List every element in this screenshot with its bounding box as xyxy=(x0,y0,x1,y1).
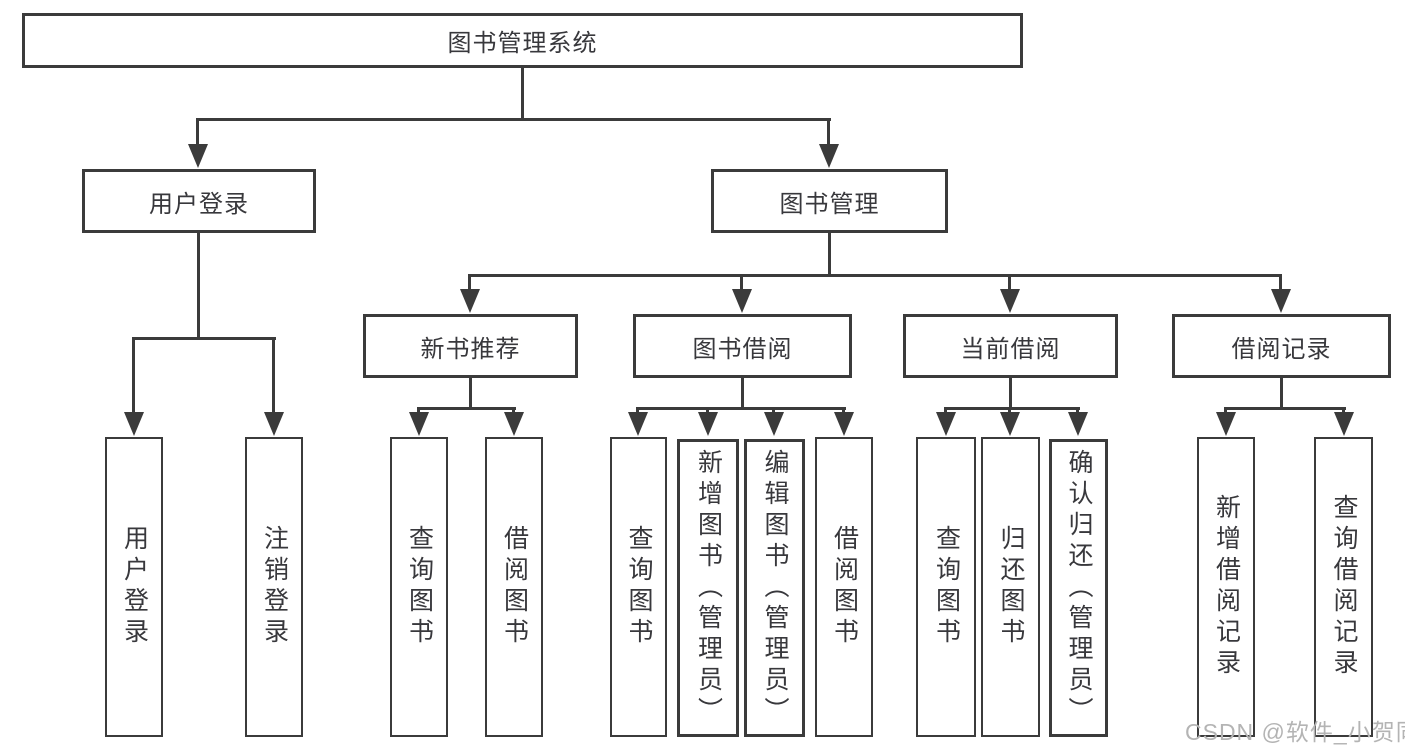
leaf-query-books-3: 查询图书 xyxy=(916,437,976,737)
arrow-to-borrow-records xyxy=(1270,274,1291,313)
connector-bookmgmt-split xyxy=(469,274,1282,277)
arrow-to-book-management-module xyxy=(818,118,839,168)
leaf-logout-label: 注销登录 xyxy=(260,525,289,649)
connector-records-drop xyxy=(1280,377,1283,410)
arrow-to-query-borrow-record xyxy=(1333,407,1354,436)
leaf-add-borrow-record-label: 新增借阅记录 xyxy=(1212,494,1241,680)
connector-borrow-split xyxy=(637,407,846,410)
node-borrow-records: 借阅记录 xyxy=(1172,314,1391,378)
leaf-query-books-1-label: 查询图书 xyxy=(405,525,434,649)
leaf-query-books-2-label: 查询图书 xyxy=(625,525,653,649)
leaf-confirm-return-admin: 确认归还（管理员） xyxy=(1049,439,1108,737)
leaf-user-login-label: 用户登录 xyxy=(120,525,149,649)
leaf-edit-books-admin-label: 编辑图书（管理员） xyxy=(761,448,789,728)
leaf-query-borrow-record-label: 查询借阅记录 xyxy=(1330,494,1358,680)
connector-userlogin-drop xyxy=(197,232,200,340)
leaf-query-books-3-label: 查询图书 xyxy=(932,525,961,649)
leaf-return-books-label: 归还图书 xyxy=(997,525,1025,649)
leaf-return-books: 归还图书 xyxy=(981,437,1040,737)
arrow-to-confirm-return-admin xyxy=(1067,407,1088,436)
arrow-to-edit-books-admin xyxy=(763,407,784,436)
arrow-to-add-books-admin xyxy=(697,407,718,436)
leaf-confirm-return-admin-label: 确认归还（管理员） xyxy=(1065,448,1093,728)
arrow-to-new-book-recommend xyxy=(459,274,480,313)
node-user-login-module: 用户登录 xyxy=(82,169,316,233)
node-new-book-recommend: 新书推荐 xyxy=(363,314,578,378)
arrow-to-borrow-books-2 xyxy=(833,407,854,436)
connector-current-drop xyxy=(1009,377,1012,410)
node-current-borrow: 当前借阅 xyxy=(903,314,1118,378)
leaf-borrow-books-1: 借阅图书 xyxy=(485,437,543,737)
arrow-to-user-login-module xyxy=(187,118,208,168)
arrow-to-add-borrow-record xyxy=(1215,407,1236,436)
leaf-add-books-admin: 新增图书（管理员） xyxy=(677,439,739,737)
leaf-borrow-books-2: 借阅图书 xyxy=(815,437,873,737)
leaf-add-borrow-record: 新增借阅记录 xyxy=(1197,437,1255,737)
arrow-to-query-books-3 xyxy=(935,407,956,436)
connector-bookmgmt-drop xyxy=(828,232,831,277)
connector-records-split xyxy=(1225,407,1346,410)
arrow-to-query-books-1 xyxy=(408,407,429,436)
connector-newbook-drop xyxy=(469,377,472,410)
root-node-system: 图书管理系统 xyxy=(22,13,1023,68)
connector-userlogin-split xyxy=(133,337,276,340)
arrow-to-user-login xyxy=(123,337,144,436)
arrow-to-borrow-books-1 xyxy=(503,407,524,436)
leaf-query-borrow-record: 查询借阅记录 xyxy=(1314,437,1373,737)
node-book-borrow: 图书借阅 xyxy=(633,314,852,378)
connector-borrow-drop xyxy=(741,377,744,410)
arrow-to-book-borrow xyxy=(731,274,752,313)
leaf-query-books-2: 查询图书 xyxy=(610,437,667,737)
leaf-edit-books-admin: 编辑图书（管理员） xyxy=(744,439,805,737)
arrow-to-current-borrow xyxy=(999,274,1020,313)
connector-current-split xyxy=(945,407,1080,410)
leaf-borrow-books-2-label: 借阅图书 xyxy=(830,525,859,649)
node-book-management-module: 图书管理 xyxy=(711,169,948,233)
connector-level1-split xyxy=(197,118,831,121)
connector-newbook-split xyxy=(418,407,516,410)
connector-root-drop xyxy=(521,68,524,121)
leaf-logout: 注销登录 xyxy=(245,437,303,737)
leaf-borrow-books-1-label: 借阅图书 xyxy=(500,525,529,649)
arrow-to-logout xyxy=(263,337,284,436)
leaf-query-books-1: 查询图书 xyxy=(390,437,448,737)
arrow-to-query-books-2 xyxy=(627,407,648,436)
leaf-add-books-admin-label: 新增图书（管理员） xyxy=(694,448,723,728)
csdn-watermark: CSDN @软件_小贺同学 xyxy=(1185,719,1405,745)
leaf-user-login: 用户登录 xyxy=(105,437,163,737)
arrow-to-return-books xyxy=(999,407,1020,436)
